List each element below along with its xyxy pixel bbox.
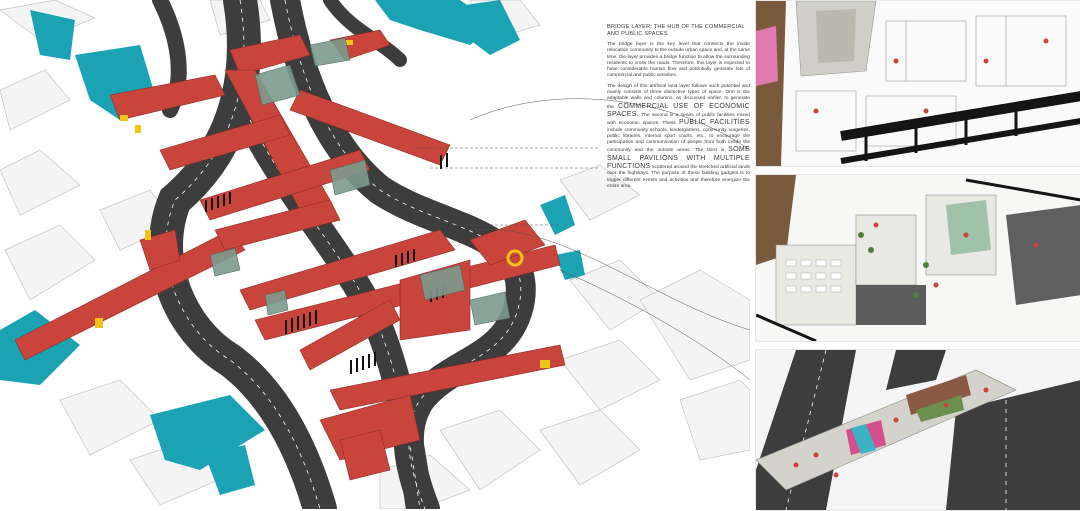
callout-lines [415, 98, 750, 381]
road-lane-marks [165, 0, 522, 509]
paragraph-2-part-d: scattered around the stretched artificia… [607, 165, 751, 189]
highlight-commercial: COMMERCIAL USE OF ECONOMIC SPACES. [607, 102, 751, 118]
paragraph-1: The bridge layer is the key level that c… [607, 42, 750, 79]
yellow-pavilion-accents [95, 40, 550, 368]
pavilion-volumes [209, 37, 511, 326]
highlight-public-facilities: PUBLIC FACILITIES [679, 119, 750, 127]
detail-3-drawing [756, 350, 1080, 510]
detail-view-pavilions [755, 349, 1080, 511]
detail-1-drawing [756, 1, 1080, 166]
description-panel: BRIDGE LAYER: THE HUB OF THE COMMERCIAL … [607, 24, 750, 194]
paragraph-2-part-a: The design of this artificial land layer… [607, 83, 750, 110]
detail-2-drawing [756, 175, 1080, 341]
axonometric-bridge-diagram [0, 0, 750, 509]
detail-view-commercial [755, 0, 1080, 167]
detail-view-public-facilities [755, 174, 1080, 342]
paragraph-2-part-b: The second is a series of public facilit… [607, 112, 750, 127]
panel-title: BRIDGE LAYER: THE HUB OF THE COMMERCIAL … [607, 24, 745, 37]
highlight-pavilions: SOME SMALL PAVILIONS WITH MULTIPLE FUNCT… [607, 146, 750, 171]
adaptable-columns [205, 153, 448, 374]
paragraph-2: The design of this artificial land layer… [607, 84, 750, 190]
paragraph-2-part-c: include community schools, kindergartens… [607, 127, 750, 154]
teal-landscape [0, 0, 585, 495]
